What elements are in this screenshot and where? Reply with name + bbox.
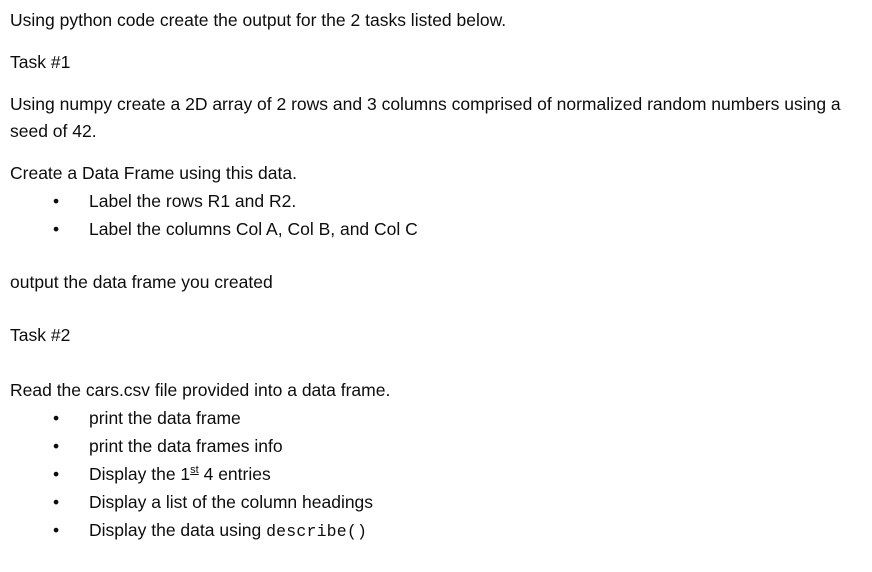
task1-dataframe-instruction: Create a Data Frame using this data.: [10, 163, 297, 183]
bullet-icon: •: [53, 520, 60, 540]
spacer: [10, 145, 862, 160]
task2-heading: Task #2: [10, 325, 71, 345]
list-item: • Label the columns Col A, Col B, and Co…: [10, 215, 862, 243]
spacer: [10, 296, 862, 322]
list-item-label: Display a list of the column headings: [89, 492, 374, 512]
bullet-icon: •: [53, 492, 60, 512]
spacer: [10, 76, 862, 91]
list-item-label: Display the data using: [89, 520, 267, 540]
inline-code: describe(): [266, 522, 368, 541]
list-item-label: Label the rows R1 and R2.: [89, 191, 297, 211]
task2-description: Read the cars.csv file provided into a d…: [10, 380, 391, 400]
task1-description: Using numpy create a 2D array of 2 rows …: [10, 94, 841, 141]
list-item-label: print the data frames info: [89, 436, 283, 456]
document-body: Using python code create the output for …: [10, 10, 862, 546]
bullet-icon: •: [53, 191, 60, 211]
list-item-label-tail: 4 entries: [198, 464, 271, 484]
ordinal-suffix: st: [190, 464, 199, 477]
list-item-label: print the data frame: [89, 408, 241, 428]
list-item: • Label the rows R1 and R2.: [10, 187, 862, 215]
spacer: [10, 349, 862, 377]
bullet-icon: •: [53, 464, 60, 484]
bullet-icon: •: [53, 436, 60, 456]
list-item-label: Display the 1: [89, 464, 191, 484]
task1-output-instruction: output the data frame you created: [10, 272, 273, 292]
intro-paragraph: Using python code create the output for …: [10, 10, 507, 30]
list-item: • print the data frame: [10, 404, 862, 432]
bullet-icon: •: [53, 408, 60, 428]
list-item: • Display the 1st 4 entries: [10, 460, 862, 488]
task2-bullet-list: • print the data frame • print the data …: [10, 404, 862, 546]
list-item-label: Label the columns Col A, Col B, and Col …: [89, 219, 418, 239]
list-item: • Display the data using describe(): [10, 516, 862, 546]
task1-heading: Task #1: [10, 52, 71, 72]
bullet-icon: •: [53, 219, 60, 239]
spacer: [10, 34, 862, 49]
spacer: [10, 243, 862, 269]
list-item: • print the data frames info: [10, 432, 862, 460]
task1-bullet-list: • Label the rows R1 and R2. • Label the …: [10, 187, 862, 243]
list-item: • Display a list of the column headings: [10, 488, 862, 516]
